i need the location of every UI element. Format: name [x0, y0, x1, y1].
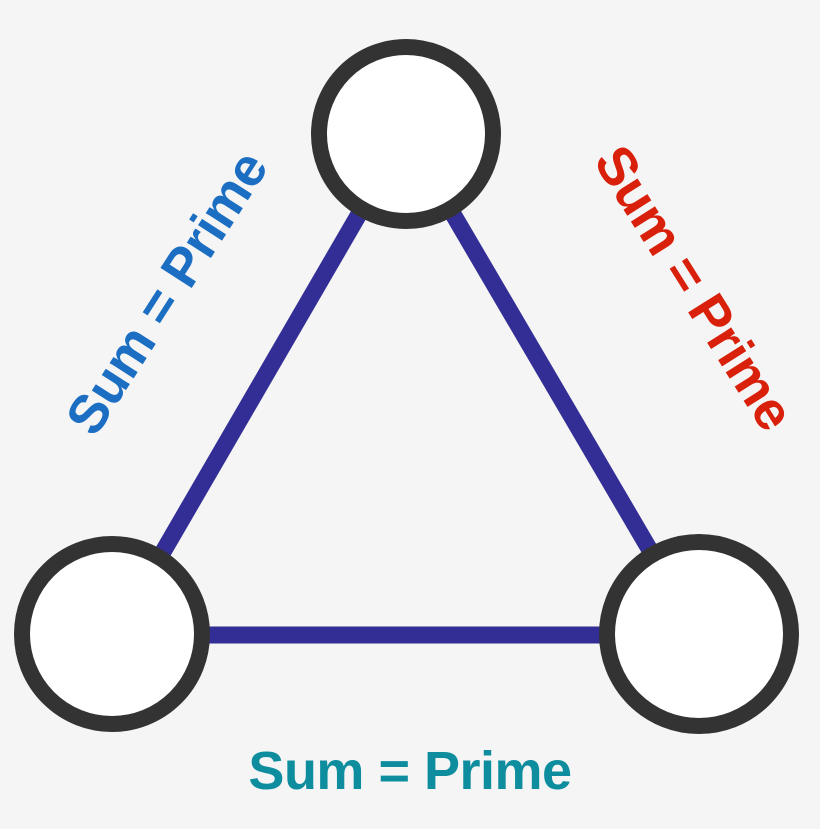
edge-group [152, 204, 662, 644]
node-bottom-left[interactable] [14, 536, 210, 732]
node-bottom-right[interactable] [599, 534, 799, 734]
node-top[interactable] [311, 39, 501, 229]
node-group [14, 39, 799, 734]
edge-left-line[interactable] [152, 204, 370, 562]
edge-label-bottom: Sum = Prime [248, 741, 572, 801]
edge-right-line[interactable] [442, 204, 662, 562]
